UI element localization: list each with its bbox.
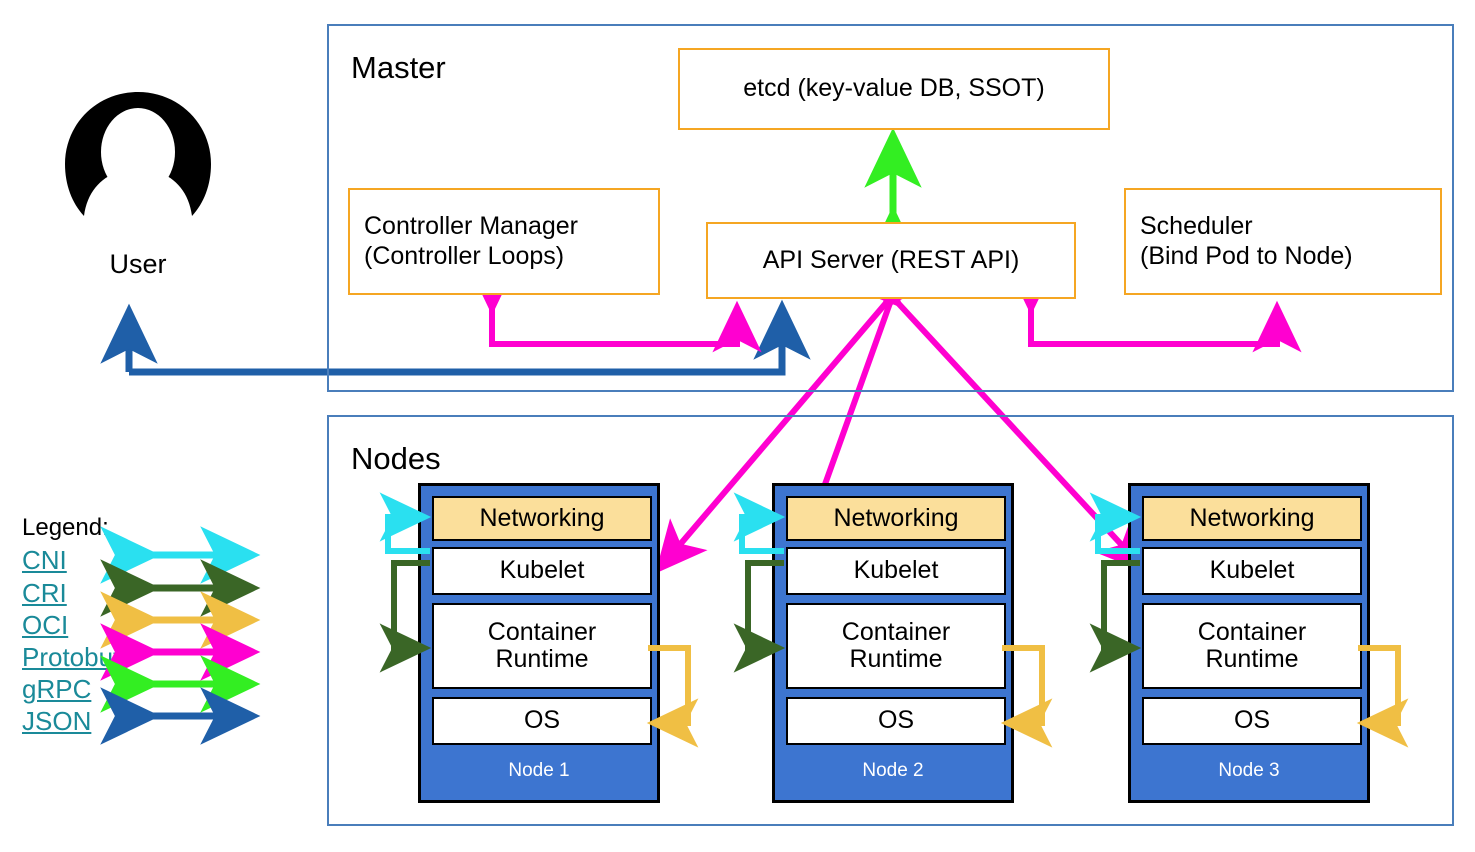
etcd-label: etcd (key-value DB, SSOT) <box>743 74 1045 103</box>
legend-item-grpc-label[interactable]: gRPC <box>22 674 92 704</box>
node-3-networking-label: Networking <box>1189 503 1315 532</box>
node-2-os-label: OS <box>877 706 915 735</box>
legend-item-json-label[interactable]: JSON <box>22 706 92 736</box>
user-avatar-icon <box>63 90 213 220</box>
node-3-container-runtime-label: Container Runtime <box>1197 617 1307 673</box>
master-group-title: Master <box>351 50 446 85</box>
node-3-os-layer[interactable]: OS <box>1142 697 1362 745</box>
node-2-networking-layer[interactable]: Networking <box>786 496 1006 541</box>
nodes-group-title: Nodes <box>351 441 441 476</box>
api-server-box[interactable]: API Server (REST API) <box>706 222 1076 299</box>
legend-item-cni-label[interactable]: CNI <box>22 545 67 575</box>
node-1-container-runtime-label: Container Runtime <box>487 617 597 673</box>
controller-manager-label: Controller Manager (Controller Loops) <box>364 212 578 270</box>
node-3-networking-layer[interactable]: Networking <box>1142 496 1362 541</box>
api-server-label: API Server (REST API) <box>762 245 1020 274</box>
node-1-container-runtime-layer[interactable]: Container Runtime <box>432 603 652 689</box>
node-card-3[interactable]: Networking Kubelet Container Runtime OS … <box>1128 483 1370 803</box>
node-2-os-layer[interactable]: OS <box>786 697 1006 745</box>
legend-item-protobuf-label[interactable]: Protobuf <box>22 642 121 672</box>
node-1-networking-label: Networking <box>479 503 605 532</box>
legend-item-cri-label[interactable]: CRI <box>22 578 67 608</box>
node-1-os-label: OS <box>523 706 561 735</box>
node-1-name: Node 1 <box>508 760 570 781</box>
scheduler-label: Scheduler (Bind Pod to Node) <box>1140 212 1353 270</box>
node-1-kubelet-label: Kubelet <box>499 556 585 585</box>
node-card-1[interactable]: Networking Kubelet Container Runtime OS … <box>418 483 660 803</box>
node-1-networking-layer[interactable]: Networking <box>432 496 652 541</box>
node-2-name: Node 2 <box>862 760 924 781</box>
scheduler-box[interactable]: Scheduler (Bind Pod to Node) <box>1124 188 1442 295</box>
node-3-kubelet-layer[interactable]: Kubelet <box>1142 547 1362 595</box>
node-2-container-runtime-label: Container Runtime <box>841 617 951 673</box>
node-2-container-runtime-layer[interactable]: Container Runtime <box>786 603 1006 689</box>
user-label: User <box>109 249 167 279</box>
node-2-networking-label: Networking <box>833 503 959 532</box>
node-3-name: Node 3 <box>1218 760 1280 781</box>
node-3-kubelet-label: Kubelet <box>1209 556 1295 585</box>
legend-item-oci-label[interactable]: OCI <box>22 610 69 640</box>
node-2-kubelet-label: Kubelet <box>853 556 939 585</box>
etcd-box[interactable]: etcd (key-value DB, SSOT) <box>678 48 1110 130</box>
node-2-kubelet-layer[interactable]: Kubelet <box>786 547 1006 595</box>
node-1-kubelet-layer[interactable]: Kubelet <box>432 547 652 595</box>
node-card-2[interactable]: Networking Kubelet Container Runtime OS … <box>772 483 1014 803</box>
node-3-container-runtime-layer[interactable]: Container Runtime <box>1142 603 1362 689</box>
legend: Legend: CNI CRI OCI Protobuf gRPC JSON <box>0 0 300 735</box>
node-1-os-layer[interactable]: OS <box>432 697 652 745</box>
node-3-os-label: OS <box>1233 706 1271 735</box>
controller-manager-box[interactable]: Controller Manager (Controller Loops) <box>348 188 660 295</box>
legend-title: Legend: <box>22 514 109 541</box>
